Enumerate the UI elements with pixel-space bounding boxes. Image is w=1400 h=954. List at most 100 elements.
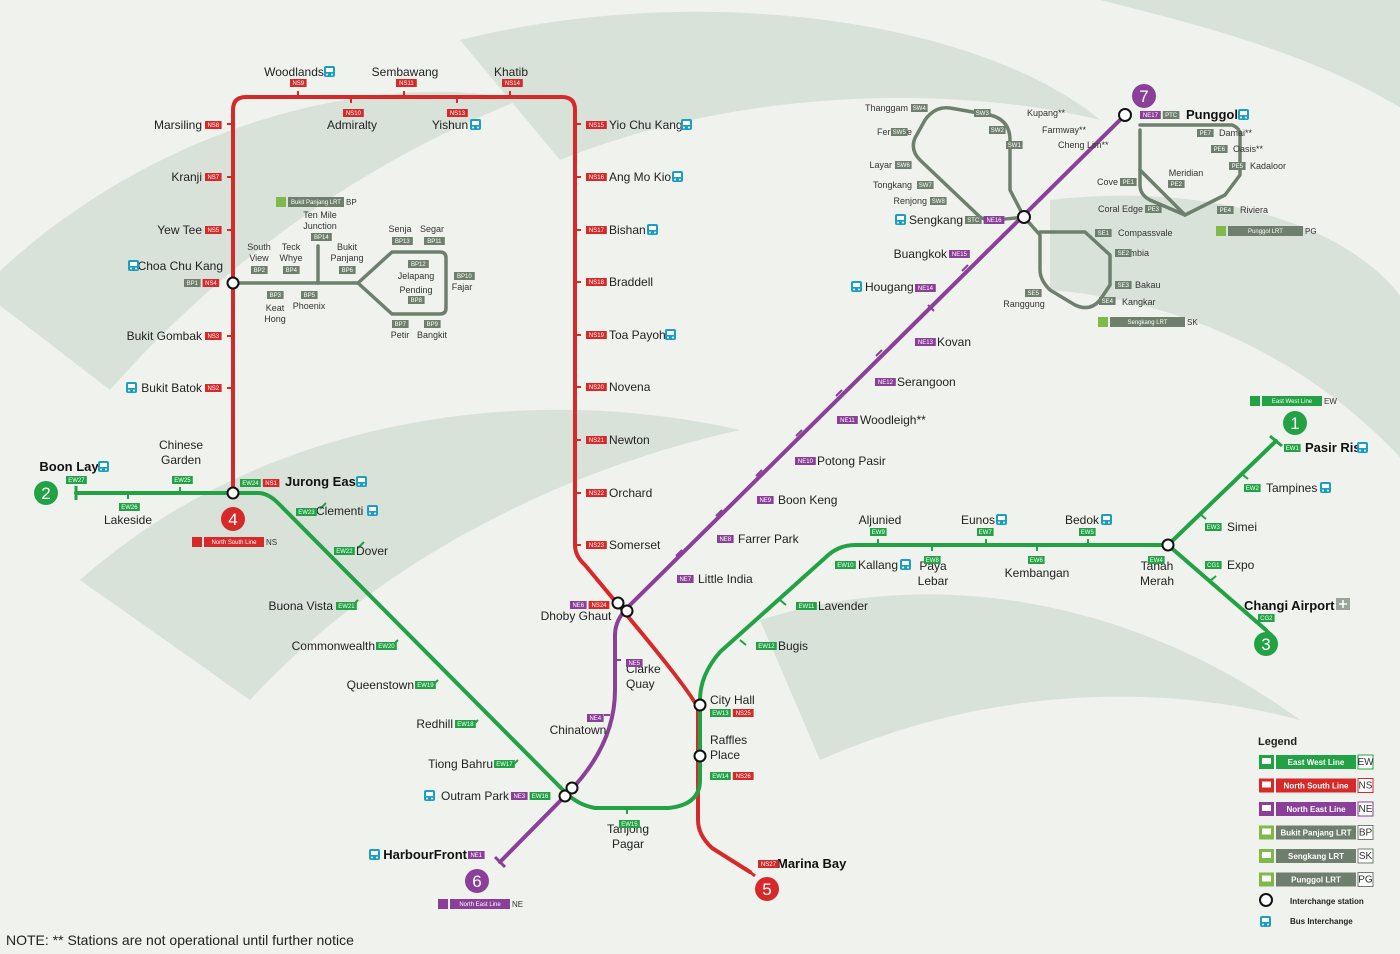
station-code-badge: NE5: [626, 659, 643, 667]
station-name-chinesegarden: Chinese: [159, 438, 203, 452]
station-name-lakeside: Lakeside: [104, 513, 152, 527]
station-code-badge: SW1: [1006, 141, 1023, 149]
station-code: NE9: [759, 498, 771, 504]
station-name-angmokio: Ang Mo Kio: [609, 170, 671, 184]
station-code-badge: BP11: [424, 237, 445, 245]
station-code: EW9: [872, 530, 886, 536]
line-tag-label: East West Line: [1272, 399, 1313, 405]
legend-item-label: Bukit Panjang LRT: [1280, 829, 1351, 838]
station-code: PE2: [1171, 182, 1183, 188]
interchange-legend-label: Interchange station: [1290, 897, 1364, 906]
station-name-chinatown: Chinatown: [550, 723, 607, 737]
lrt-station-name: Hong: [264, 314, 286, 324]
station-code: SW2: [991, 128, 1005, 134]
station-code-badge: EW5: [1079, 528, 1096, 536]
terminal-number-text: 5: [762, 880, 771, 899]
station-name-littleindia: Little India: [698, 572, 753, 586]
line-tag-label: North South Line: [211, 540, 257, 546]
legend-item-code: EW: [1357, 757, 1374, 768]
lrt-station-name: Junction: [303, 221, 337, 231]
station-code: SE5: [1028, 291, 1040, 297]
station-code: EW18: [457, 722, 474, 728]
station-code: SW1: [1008, 143, 1022, 149]
station-code-badge: NS15: [586, 121, 607, 129]
station-code: STC: [967, 218, 980, 224]
lrt-station-name: Thanggam: [865, 103, 908, 113]
station-code: NS13: [450, 111, 466, 117]
station-code-badge: PE3: [1145, 205, 1162, 213]
station-code: EW15: [621, 822, 638, 828]
station-code-badge: BP10: [454, 272, 475, 280]
station-code: PTC: [1165, 113, 1178, 119]
station-name-chinesegarden: Garden: [161, 453, 201, 467]
station-code: EW2: [1246, 486, 1260, 492]
terminal-number: 3: [1254, 632, 1278, 656]
station-name-woodlands: Woodlands: [264, 65, 324, 79]
station-code-badge: BP4: [283, 266, 300, 274]
station-code-badge: BP6: [339, 266, 356, 274]
station-code: PE5: [1232, 164, 1244, 170]
lrt-station-name: Bukit: [337, 242, 358, 252]
station-code: NS14: [505, 81, 521, 87]
lrt-station-name: South: [247, 242, 271, 252]
station-name-rafflesplace: Raffles: [710, 733, 747, 747]
station-code: NE1: [470, 853, 482, 859]
station-code-badge: NS22: [586, 489, 607, 497]
legend-item-code: SK: [1359, 851, 1373, 862]
station-code: NS26: [736, 774, 752, 780]
station-code-badge: PTC: [1162, 111, 1180, 119]
interchange-legend-icon: [1259, 893, 1273, 907]
station-code: BP10: [457, 274, 472, 280]
station-code: BP4: [286, 268, 298, 274]
station-code: BP9: [427, 322, 439, 328]
station-code: BP8: [411, 298, 423, 304]
bus-interchange-icon: [424, 790, 435, 801]
station-code-badge: NE9: [757, 496, 774, 504]
station-code: SW8: [932, 199, 946, 205]
station-name-bedok: Bedok: [1065, 513, 1100, 527]
station-code-badge: EW24: [240, 479, 261, 487]
station-code-badge: SW2: [989, 126, 1006, 134]
station-name-novena: Novena: [609, 380, 651, 394]
station-code: NS17: [589, 228, 605, 234]
bus-interchange-icon: [895, 214, 906, 225]
station-code: NS2: [207, 386, 219, 392]
station-code: PE1: [1123, 180, 1135, 186]
station-code-badge: BP13: [392, 237, 413, 245]
bus-interchange-icon: [470, 119, 481, 130]
station-code: NS11: [399, 81, 414, 87]
station-name-yewtee: Yew Tee: [157, 223, 202, 237]
station-code: EW1: [1286, 446, 1300, 452]
lrt-station-name: Tongkang: [873, 180, 912, 190]
station-code: SW5: [893, 130, 907, 136]
station-code-badge: PE5: [1229, 162, 1246, 170]
station-name-aljunied: Aljunied: [859, 513, 902, 527]
rail-lines: [74, 95, 1278, 874]
station-code: BP1: [187, 281, 199, 287]
station-name-kranji: Kranji: [171, 170, 202, 184]
station-code-badge: EW8: [924, 556, 941, 564]
station-code-badge: EW4: [1148, 556, 1165, 564]
station-code-badge: NE1: [468, 851, 485, 859]
station-code-badge: NS16: [586, 173, 607, 181]
station-code-badge: SW8: [930, 197, 947, 205]
station-code-badge: NE16: [983, 216, 1005, 224]
station-code-badge: PE1: [1120, 178, 1137, 186]
legend-item-code: NE: [1359, 804, 1373, 815]
station-code: NS27: [761, 862, 777, 868]
station-code: SE2: [1118, 251, 1130, 257]
station-code: NS23: [589, 543, 605, 549]
bus-interchange-icon: [98, 461, 109, 472]
station-code: EW3: [1207, 525, 1221, 531]
station-code-badge: EW15: [619, 820, 640, 828]
station-code-badge: NS10: [343, 109, 364, 117]
terminal-number: 1: [1283, 411, 1307, 435]
station-name-tampines: Tampines: [1266, 481, 1317, 495]
station-code-badge: NS23: [586, 541, 607, 549]
line-tag-label: North East Line: [459, 902, 501, 908]
station-code-badge: EW2: [1244, 484, 1261, 492]
